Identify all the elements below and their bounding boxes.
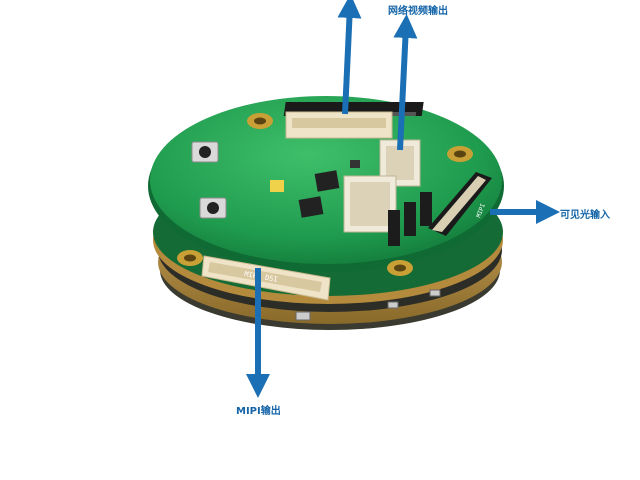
- bottom-components: [295, 289, 441, 321]
- mipi-dsi-connector: [201, 255, 331, 301]
- label-network-video-output: 网络视频输出: [388, 6, 448, 17]
- vertical-connectors: [343, 139, 421, 233]
- right-fpc-connector: [428, 172, 492, 236]
- tactile-buttons: [191, 141, 227, 219]
- silkscreen-mipi-csi: MIPI: [475, 202, 487, 218]
- chip: [350, 160, 360, 168]
- label-mipi-output: MIPI输出: [236, 406, 281, 417]
- pin-headers: [388, 192, 432, 246]
- chips: [270, 160, 360, 218]
- ivory-connector-top: [285, 111, 393, 139]
- arrow-up-left: [337, 0, 362, 115]
- chip: [270, 180, 284, 192]
- arrow-network-output: [393, 14, 418, 151]
- mounting-holes: [177, 113, 473, 276]
- annotation-arrows: [246, 0, 560, 398]
- chip: [298, 196, 324, 218]
- label-visible-light-input: 可见光输入: [560, 210, 610, 221]
- chip: [314, 170, 340, 192]
